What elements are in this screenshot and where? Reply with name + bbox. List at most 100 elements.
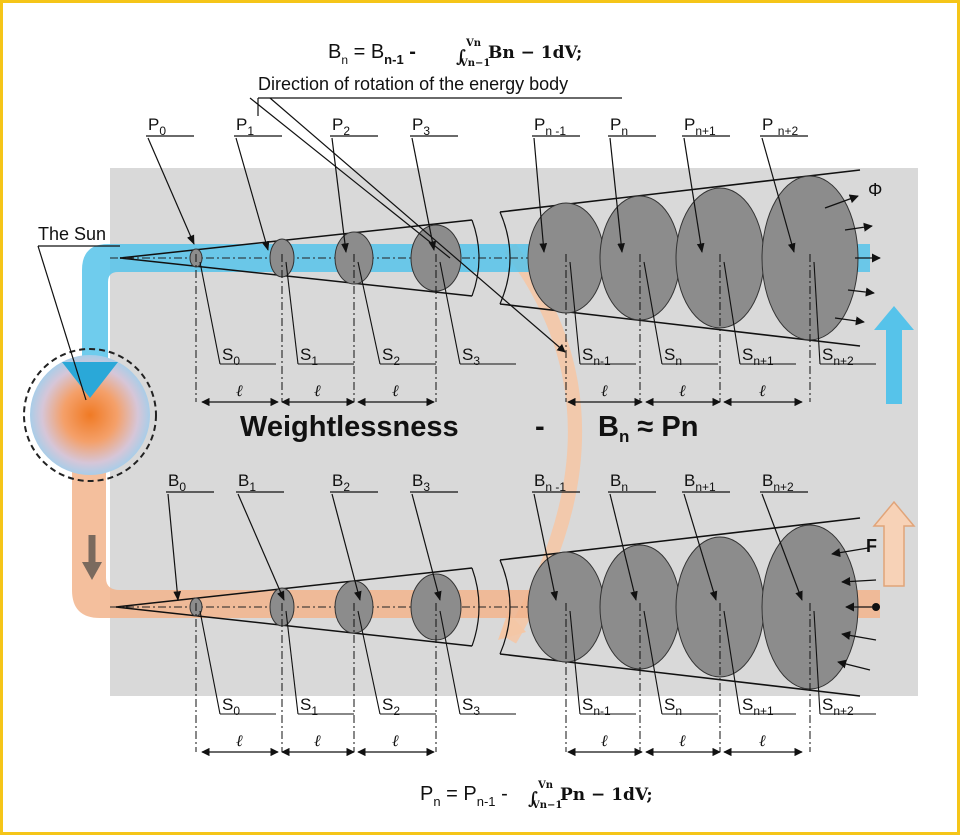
b-leader-line [533,493,559,601]
s-label-bottom: S2 [382,695,400,718]
p-leader-line [331,137,349,253]
b-leader-line [609,493,638,601]
s-leader-line [813,261,821,365]
bottom-cone [110,517,880,697]
sun-dashed-orbit [23,348,157,482]
formula-top: Bn = Bn-1 - ∫ Vn Vn−1 Bn − 1dV; [328,38,582,69]
spacing-ell-label-top: ℓ [314,381,321,400]
s-leader-line [285,261,299,365]
spacing-ell-label-top: ℓ [679,381,686,400]
svg-text:Vn−1: Vn−1 [459,58,490,69]
s-label-top: Sn+2 [822,345,854,368]
s-label-bottom: S3 [462,695,480,718]
spacing-ell-label-bottom: ℓ [601,731,608,750]
s-label-top: Sn+1 [742,345,774,368]
f-label: F [866,536,877,556]
s-label-top: Sn [664,345,682,368]
top-p-label: P0 [148,115,166,138]
bottom-s-leaders [195,603,876,752]
top-p-label: P1 [236,115,254,138]
s-leader-line [357,261,381,365]
top-p-leaders [146,135,808,253]
p-leader-line [411,137,437,251]
s-label-bottom: Sn-1 [582,695,611,718]
svg-text:Vn−1: Vn−1 [531,800,562,811]
blue-up-arrow-icon [874,306,914,404]
direction-leaders [249,97,622,353]
s-label-bottom: Sn+2 [822,695,854,718]
svg-text:∫: ∫ [456,47,466,67]
top-p-label: Pn [610,115,628,138]
s-label-top: S3 [462,345,480,368]
s-label-top: S0 [222,345,240,368]
direction-label: Direction of rotation of the energy body [258,74,568,94]
s-leader-line [723,261,741,365]
bottom-b-label: Bn [610,471,628,494]
top-p-label: P n+2 [762,115,798,138]
force-arrows-bottom [831,547,877,671]
s-leader-line [569,610,581,715]
s-leader-line [357,610,381,715]
s-leader-line [643,261,663,365]
p-leader-line [683,137,705,253]
svg-text:Bn = Bn-1 -: Bn = Bn-1 - [328,41,416,67]
top-p-label: P2 [332,115,350,138]
s-label-bottom: Sn [664,695,682,718]
p-leader-line [147,137,195,245]
b-leader-line [683,493,718,601]
p-leader-line [761,137,796,253]
svg-text:Weightlessness: Weightlessness [240,411,459,443]
svg-text:Pn = Pn-1 -: Pn = Pn-1 - [420,783,508,809]
bottom-b-label: B0 [168,471,186,494]
spacing-ell-label-bottom: ℓ [392,731,399,750]
svg-text:Bn ≈ Pn: Bn ≈ Pn [598,411,698,446]
brown-down-arrow-icon [82,562,102,580]
s-leader-line [813,610,821,715]
s-label-top: Sn-1 [582,345,611,368]
s-leader-line [199,261,221,365]
spacing-ell-label-top: ℓ [601,381,608,400]
svg-text:Vn: Vn [537,780,554,791]
s-leader-line [723,610,741,715]
s-label-bottom: Sn+1 [742,695,774,718]
svg-text:Vn: Vn [465,38,482,49]
phi-label: Φ [868,180,882,200]
svg-text:∫: ∫ [528,789,538,809]
p-leader-line [609,137,625,253]
bottom-b-label: B3 [412,471,430,494]
s-leader-line [199,610,221,715]
s-label-bottom: S1 [300,695,318,718]
spacing-ell-label-bottom: ℓ [236,731,243,750]
s-leader-line [439,610,461,715]
spacing-ell-label-top: ℓ [392,381,399,400]
spacing-ell-label-bottom: ℓ [679,731,686,750]
b-leader-line [761,493,803,601]
sun-label: The Sun [38,224,106,244]
spacing-ell-label-bottom: ℓ [759,731,766,750]
svg-text:-: - [535,411,545,443]
s-label-top: S1 [300,345,318,368]
bottom-b-label: Bn -1 [534,471,566,494]
s-label-bottom: S0 [222,695,240,718]
top-p-label: Pn -1 [534,115,566,138]
s-label-top: S2 [382,345,400,368]
b-leader-line [237,493,285,601]
b-leader-line [167,493,182,601]
p-leader-line [533,137,548,253]
spacing-ell-label-top: ℓ [236,381,243,400]
svg-text:Pn − 1dV;: Pn − 1dV; [560,785,653,805]
weightlessness-statement: Weightlessness - Bn ≈ Pn [240,411,698,446]
top-s-leaders [195,254,876,402]
svg-text:Bn − 1dV;: Bn − 1dV; [488,43,582,63]
b-leader-line [411,493,442,601]
formula-bottom: Pn = Pn-1 - ∫ Vn Vn−1 Pn − 1dV; [420,780,653,811]
bottom-b-label: Bn+2 [762,471,794,494]
sun-leader [37,245,120,401]
sun-icon [30,355,150,475]
sun-group [23,348,157,482]
